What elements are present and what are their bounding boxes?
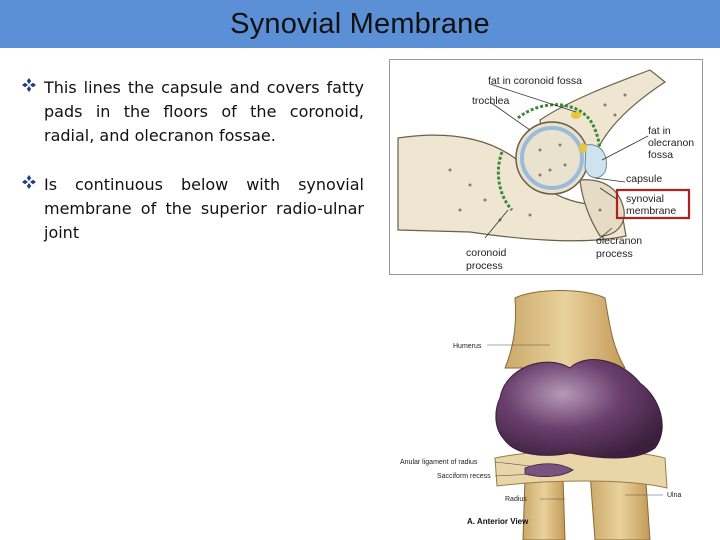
synovial-highlight-box: [615, 188, 691, 220]
label-fat-olecranon-3: fossa: [648, 149, 673, 161]
label-fat-olecranon-2: olecranon: [648, 137, 694, 149]
label-synovial-1: synovial: [626, 193, 664, 205]
label-sacciform-recess: Sacciform recess: [437, 473, 491, 480]
label-humerus: Humerus: [453, 343, 482, 350]
label-coronoid-process-1: coronoid: [466, 247, 506, 259]
label-fat-coronoid: fat in coronoid fossa: [488, 75, 582, 87]
bullet-text: This lines the capsule and covers fatty …: [44, 78, 364, 145]
slide-title: Synovial Membrane: [230, 7, 490, 40]
sagittal-elbow-figure: fat in coronoid fossa trochlea fat in ol…: [389, 59, 703, 275]
bullet-item: This lines the capsule and covers fatty …: [22, 76, 364, 148]
anterior-elbow-figure: Humerus Anular ligament of radius Saccif…: [395, 288, 720, 540]
figure-caption: A. Anterior View: [467, 517, 529, 526]
diamond-bullet-icon: [22, 78, 36, 92]
label-fat-olecranon-1: fat in: [648, 125, 671, 137]
title-bar: Synovial Membrane: [0, 0, 720, 48]
label-anular-ligament: Anular ligament of radius: [400, 459, 478, 466]
label-trochlea: trochlea: [472, 95, 510, 107]
label-capsule: capsule: [626, 173, 662, 185]
label-radius: Radius: [505, 496, 527, 503]
label-olecranon-process-2: process: [596, 248, 633, 260]
label-ulna: Ulna: [667, 492, 682, 499]
diamond-bullet-icon: [22, 175, 36, 189]
bullet-text: Is continuous below with synovial membra…: [44, 175, 364, 242]
bullet-list: This lines the capsule and covers fatty …: [22, 76, 364, 270]
label-synovial-2: membrane: [626, 205, 676, 217]
label-coronoid-process-2: process: [466, 260, 503, 272]
label-olecranon-process-1: olecranon: [596, 235, 642, 247]
bullet-item: Is continuous below with synovial membra…: [22, 173, 364, 245]
